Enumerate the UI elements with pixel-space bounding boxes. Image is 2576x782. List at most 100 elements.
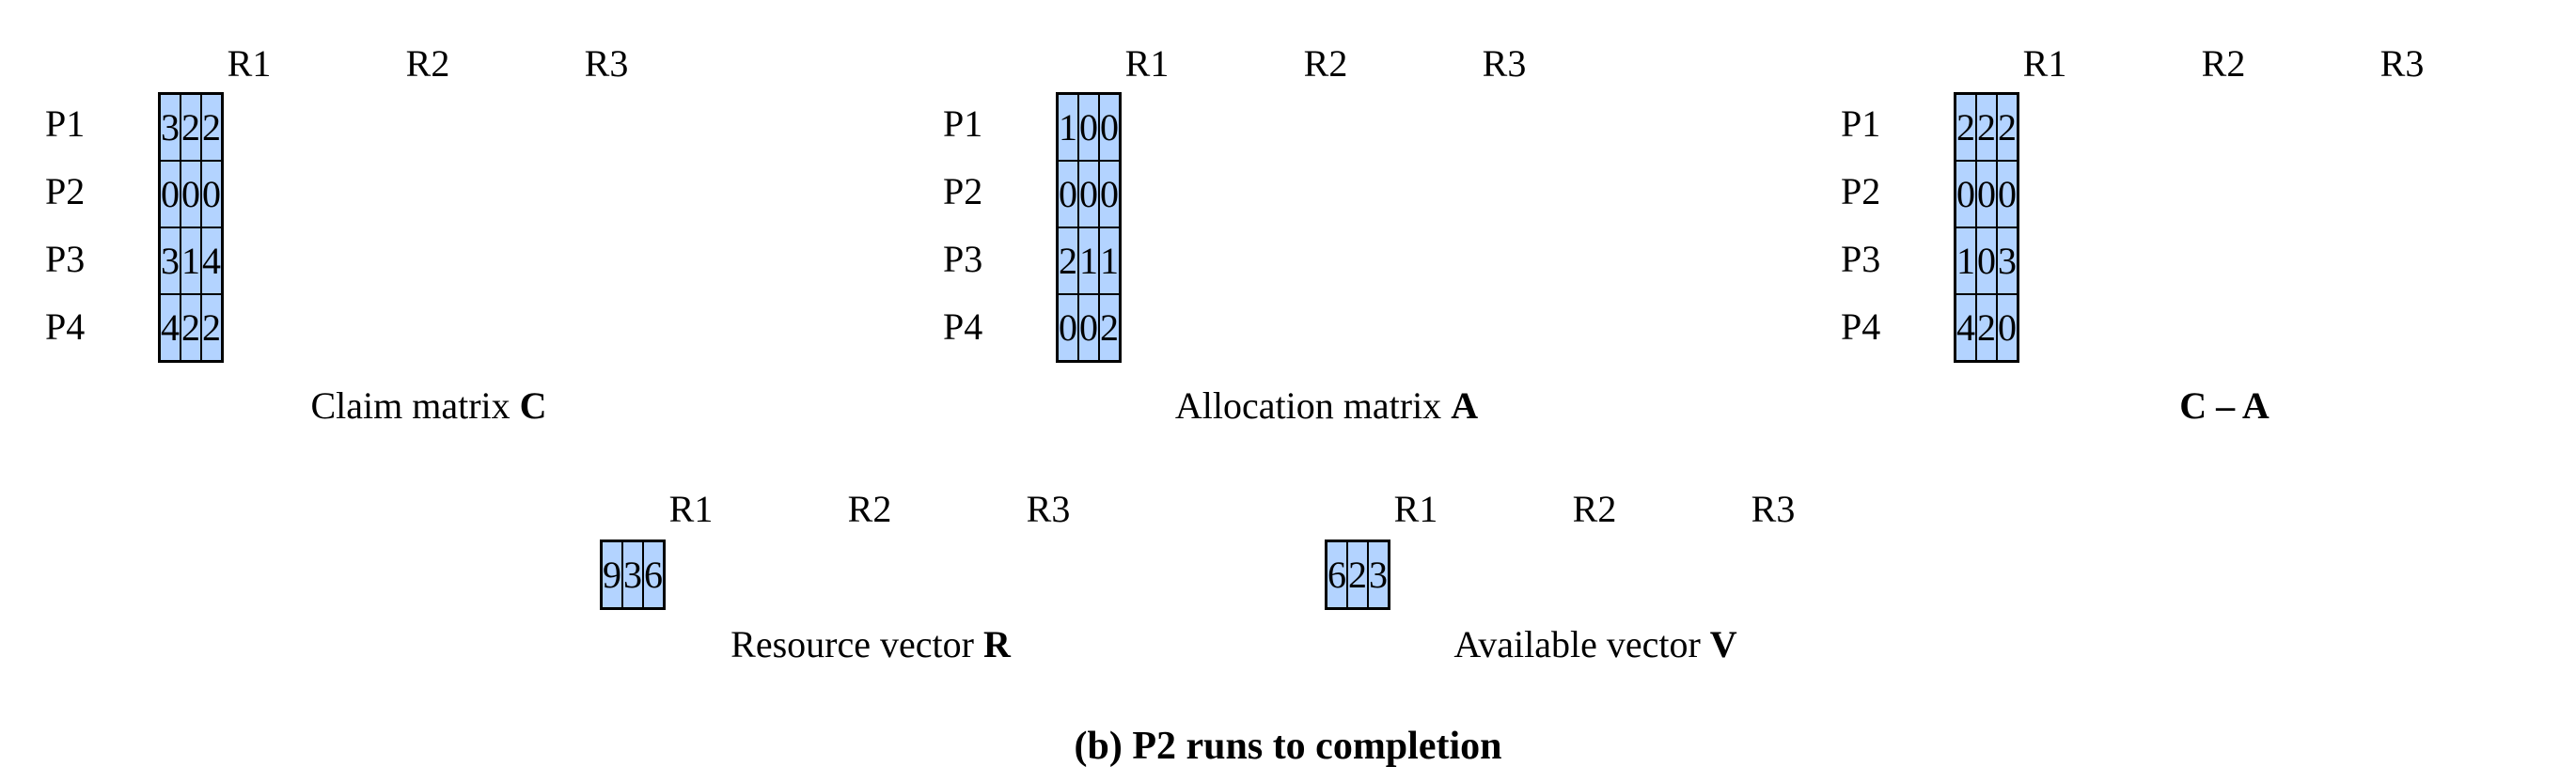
table-row: 3 2 2 xyxy=(158,92,224,162)
matrix-cell: 4 xyxy=(200,227,224,295)
allocation-matrix-caption: Allocation matrix A xyxy=(1056,385,1597,427)
claim-row-label-p3: P3 xyxy=(45,238,86,280)
table-row: 1 0 3 xyxy=(1954,227,2019,295)
table-row: 0 0 0 xyxy=(1954,160,2019,228)
matrix-cell: 4 xyxy=(1954,293,1977,363)
diff-col-header-r2: R2 xyxy=(2201,42,2246,85)
available-col-header-r1: R1 xyxy=(1393,488,1438,530)
alloc-col-header-r1: R1 xyxy=(1124,42,1170,85)
alloc-row-label-p2: P2 xyxy=(943,170,983,212)
matrix-cell: 0 xyxy=(1954,160,1977,228)
vector-cell: 2 xyxy=(1346,540,1369,610)
diff-row-label-p3: P3 xyxy=(1841,238,1881,280)
matrix-cell: 2 xyxy=(180,293,202,363)
allocation-matrix-table: 1 0 0 0 0 0 2 1 1 0 0 2 xyxy=(1056,92,1122,363)
table-row: 6 2 3 xyxy=(1325,540,1390,610)
resource-vector-table: 9 3 6 xyxy=(600,540,666,610)
table-row: 9 3 6 xyxy=(600,540,666,610)
claim-matrix-caption: Claim matrix C xyxy=(158,385,699,427)
available-vector-caption: Available vector V xyxy=(1325,624,1866,665)
caption-symbol: C – A xyxy=(2179,384,2270,427)
matrix-cell: 3 xyxy=(158,92,181,162)
caption-text: Resource vector xyxy=(730,623,983,665)
vector-cell: 6 xyxy=(1325,540,1348,610)
matrix-cell: 0 xyxy=(1996,293,2019,363)
matrix-cell: 2 xyxy=(1056,227,1079,295)
alloc-col-header-r3: R3 xyxy=(1482,42,1527,85)
matrix-cell: 2 xyxy=(200,92,224,162)
matrix-cell: 2 xyxy=(180,92,202,162)
diff-row-label-p2: P2 xyxy=(1841,170,1881,212)
matrix-cell: 0 xyxy=(1077,160,1100,228)
table-row: 3 1 4 xyxy=(158,227,224,295)
matrix-cell: 3 xyxy=(1996,227,2019,295)
matrix-cell: 2 xyxy=(1954,92,1977,162)
vector-cell: 6 xyxy=(642,540,666,610)
matrix-cell: 0 xyxy=(1056,293,1079,363)
available-col-header-r2: R2 xyxy=(1572,488,1617,530)
resource-col-header-r3: R3 xyxy=(1026,488,1071,530)
claim-row-label-p2: P2 xyxy=(45,170,86,212)
matrix-cell: 0 xyxy=(200,160,224,228)
resource-col-header-r1: R1 xyxy=(668,488,714,530)
diff-col-header-r1: R1 xyxy=(2022,42,2067,85)
diff-row-label-p4: P4 xyxy=(1841,305,1881,348)
claim-minus-allocation-caption: C – A xyxy=(1954,385,2495,427)
claim-col-header-r3: R3 xyxy=(584,42,629,85)
caption-text: Allocation matrix xyxy=(1174,384,1452,427)
matrix-cell: 0 xyxy=(1056,160,1079,228)
matrix-cell: 0 xyxy=(1996,160,2019,228)
matrix-cell: 1 xyxy=(1954,227,1977,295)
matrix-cell: 2 xyxy=(1975,92,1998,162)
table-row: 1 0 0 xyxy=(1056,92,1122,162)
claim-col-header-r2: R2 xyxy=(405,42,450,85)
table-row: 2 1 1 xyxy=(1056,227,1122,295)
diff-row-label-p1: P1 xyxy=(1841,102,1881,145)
matrix-cell: 1 xyxy=(180,227,202,295)
matrix-cell: 0 xyxy=(1077,293,1100,363)
matrix-cell: 2 xyxy=(200,293,224,363)
matrix-cell: 1 xyxy=(1077,227,1100,295)
available-vector-table: 6 2 3 xyxy=(1325,540,1390,610)
matrix-cell: 0 xyxy=(180,160,202,228)
table-row: 4 2 0 xyxy=(1954,293,2019,363)
resource-col-header-r2: R2 xyxy=(847,488,892,530)
figure-caption: (b) P2 runs to completion xyxy=(1074,725,1502,768)
matrix-cell: 0 xyxy=(1098,160,1122,228)
alloc-row-label-p1: P1 xyxy=(943,102,983,145)
caption-symbol: A xyxy=(1451,384,1479,427)
caption-text: Claim matrix xyxy=(310,384,520,427)
vector-cell: 3 xyxy=(621,540,644,610)
matrix-cell: 2 xyxy=(1975,293,1998,363)
caption-text: Available vector xyxy=(1453,623,1710,665)
matrix-cell: 2 xyxy=(1098,293,1122,363)
table-row: 0 0 0 xyxy=(1056,160,1122,228)
alloc-row-label-p4: P4 xyxy=(943,305,983,348)
matrix-cell: 0 xyxy=(1975,160,1998,228)
caption-symbol: V xyxy=(1709,623,1737,665)
claim-matrix-table: 3 2 2 0 0 0 3 1 4 4 2 2 xyxy=(158,92,224,363)
caption-symbol: C xyxy=(519,384,547,427)
claim-col-header-r1: R1 xyxy=(227,42,272,85)
vector-cell: 3 xyxy=(1367,540,1390,610)
claim-minus-allocation-table: 2 2 2 0 0 0 1 0 3 4 2 0 xyxy=(1954,92,2019,363)
matrix-cell: 0 xyxy=(1975,227,1998,295)
alloc-col-header-r2: R2 xyxy=(1303,42,1348,85)
matrix-cell: 1 xyxy=(1098,227,1122,295)
matrix-cell: 0 xyxy=(1077,92,1100,162)
claim-row-label-p1: P1 xyxy=(45,102,86,145)
table-row: 2 2 2 xyxy=(1954,92,2019,162)
matrix-cell: 0 xyxy=(1098,92,1122,162)
available-col-header-r3: R3 xyxy=(1751,488,1796,530)
diff-col-header-r3: R3 xyxy=(2380,42,2425,85)
matrix-cell: 3 xyxy=(158,227,181,295)
caption-symbol: R xyxy=(982,623,1011,665)
vector-cell: 9 xyxy=(600,540,623,610)
matrix-cell: 4 xyxy=(158,293,181,363)
claim-row-label-p4: P4 xyxy=(45,305,86,348)
matrix-cell: 2 xyxy=(1996,92,2019,162)
table-row: 0 0 2 xyxy=(1056,293,1122,363)
alloc-row-label-p3: P3 xyxy=(943,238,983,280)
resource-vector-caption: Resource vector R xyxy=(600,624,1141,665)
matrix-cell: 0 xyxy=(158,160,181,228)
